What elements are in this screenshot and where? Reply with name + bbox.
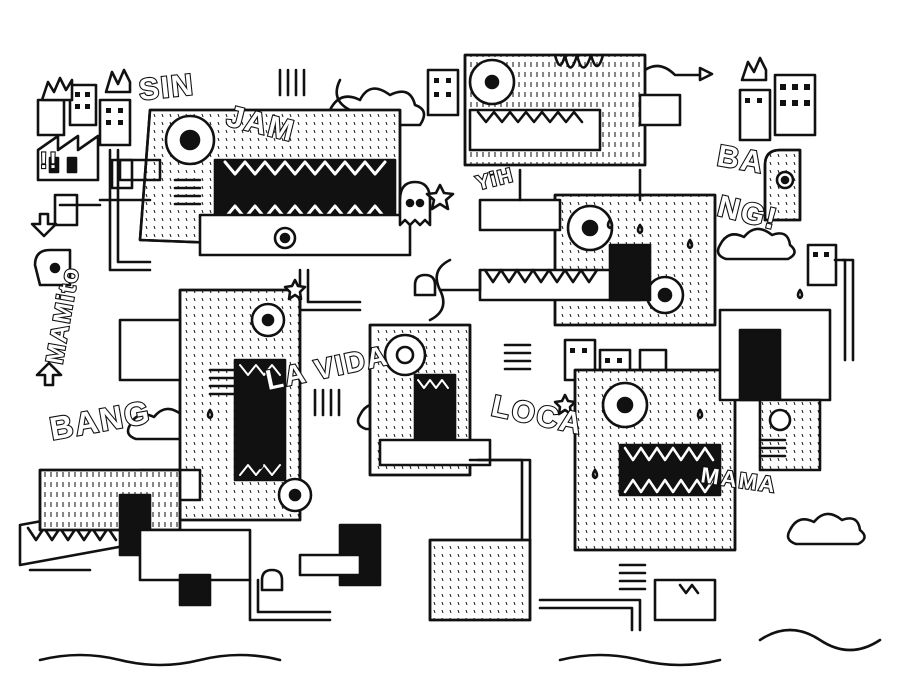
stars — [283, 183, 577, 416]
monster-bottom-right — [573, 308, 832, 552]
monster-center — [368, 323, 492, 477]
hands — [173, 68, 787, 591]
label-sin: SIN — [137, 68, 196, 107]
flame-decorations — [40, 56, 768, 102]
arrows — [30, 212, 63, 387]
monster-top-right — [463, 53, 714, 167]
label-bang-right-line1: BA — [715, 139, 767, 180]
factory-building — [36, 134, 100, 182]
raindrops — [206, 193, 804, 480]
pipes — [108, 148, 855, 632]
monster-bottom-center — [298, 523, 717, 622]
monster-top-left — [58, 108, 412, 257]
label-loca: LOCA — [489, 390, 587, 442]
ghosts-and-skulls — [33, 148, 802, 592]
label-yih: YiH — [474, 164, 517, 195]
monster-mid-right — [478, 193, 717, 327]
label-exclaim: !! — [40, 148, 59, 173]
monster-bottom-left — [18, 468, 252, 607]
